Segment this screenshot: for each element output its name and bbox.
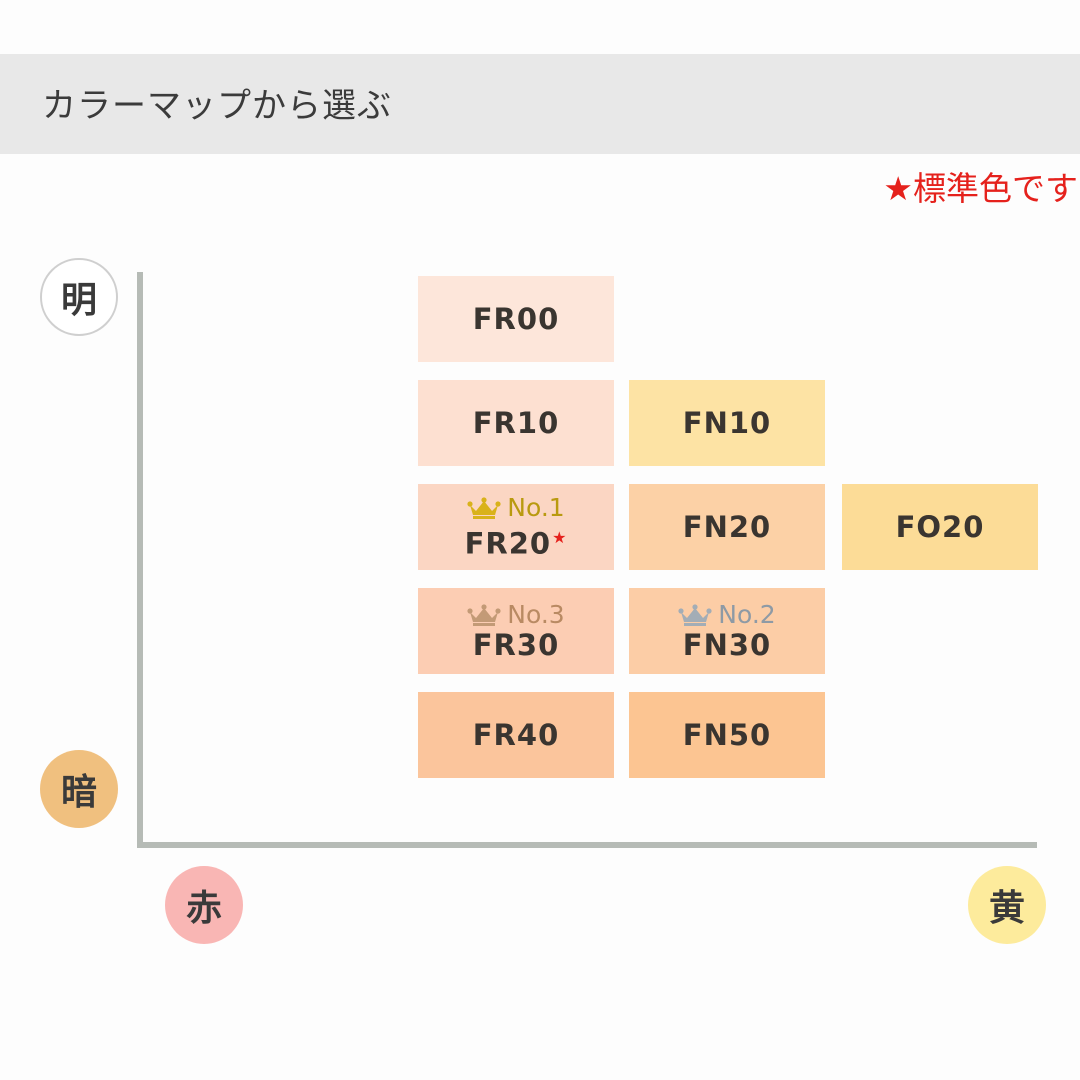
- swatch-fn20[interactable]: FN20: [629, 484, 825, 570]
- gold-crown-icon: [467, 497, 501, 520]
- axis-label-bright: 明: [40, 258, 118, 336]
- swatch-code: FR20: [464, 526, 552, 561]
- swatch-fr40[interactable]: FR40: [418, 692, 614, 778]
- swatch-fr10[interactable]: FR10: [418, 380, 614, 466]
- standard-color-legend-text: 標準色です: [913, 169, 1078, 208]
- swatch-fr00[interactable]: FR00: [418, 276, 614, 362]
- swatch-code-row: FR20★: [465, 522, 568, 560]
- rank-badge: No.1: [467, 493, 565, 523]
- axis-label-red: 赤: [165, 866, 243, 944]
- swatch-code: FR10: [472, 406, 560, 440]
- rank-label: No.3: [507, 600, 565, 629]
- swatch-code: FO20: [895, 510, 985, 544]
- hue-axis: [137, 842, 1037, 848]
- swatch-code: FR40: [472, 718, 560, 752]
- rank-label: No.2: [718, 600, 776, 629]
- swatch-fr30[interactable]: No.3 FR30: [418, 588, 614, 674]
- swatch-code: FR00: [472, 302, 560, 336]
- brightness-axis: [137, 272, 143, 848]
- swatch-fr20[interactable]: No.1 FR20★: [418, 484, 614, 570]
- swatch-code: FN20: [682, 510, 772, 544]
- axis-label-yellow: 黄: [968, 866, 1046, 944]
- page-title: カラーマップから選ぶ: [42, 86, 392, 126]
- standard-star-icon: ★: [552, 528, 568, 548]
- swatch-code: FR30: [472, 628, 560, 662]
- standard-color-legend: ★標準色です: [883, 162, 1078, 210]
- swatch-fn50[interactable]: FN50: [629, 692, 825, 778]
- swatch-fn30[interactable]: No.2 FN30: [629, 588, 825, 674]
- rank-badge: No.2: [678, 600, 776, 629]
- swatch-fn10[interactable]: FN10: [629, 380, 825, 466]
- silver-crown-icon: [678, 604, 712, 626]
- swatch-code: FN10: [682, 406, 772, 440]
- swatch-code: FN30: [682, 628, 772, 662]
- rank-badge: No.3: [467, 600, 565, 629]
- header-bar: [0, 54, 1080, 154]
- axis-label-dark: 暗: [40, 750, 118, 828]
- bronze-crown-icon: [467, 604, 501, 626]
- standard-star-icon: ★: [883, 169, 913, 208]
- swatch-fo20[interactable]: FO20: [842, 484, 1038, 570]
- swatch-code: FN50: [682, 718, 772, 752]
- rank-label: No.1: [507, 493, 565, 523]
